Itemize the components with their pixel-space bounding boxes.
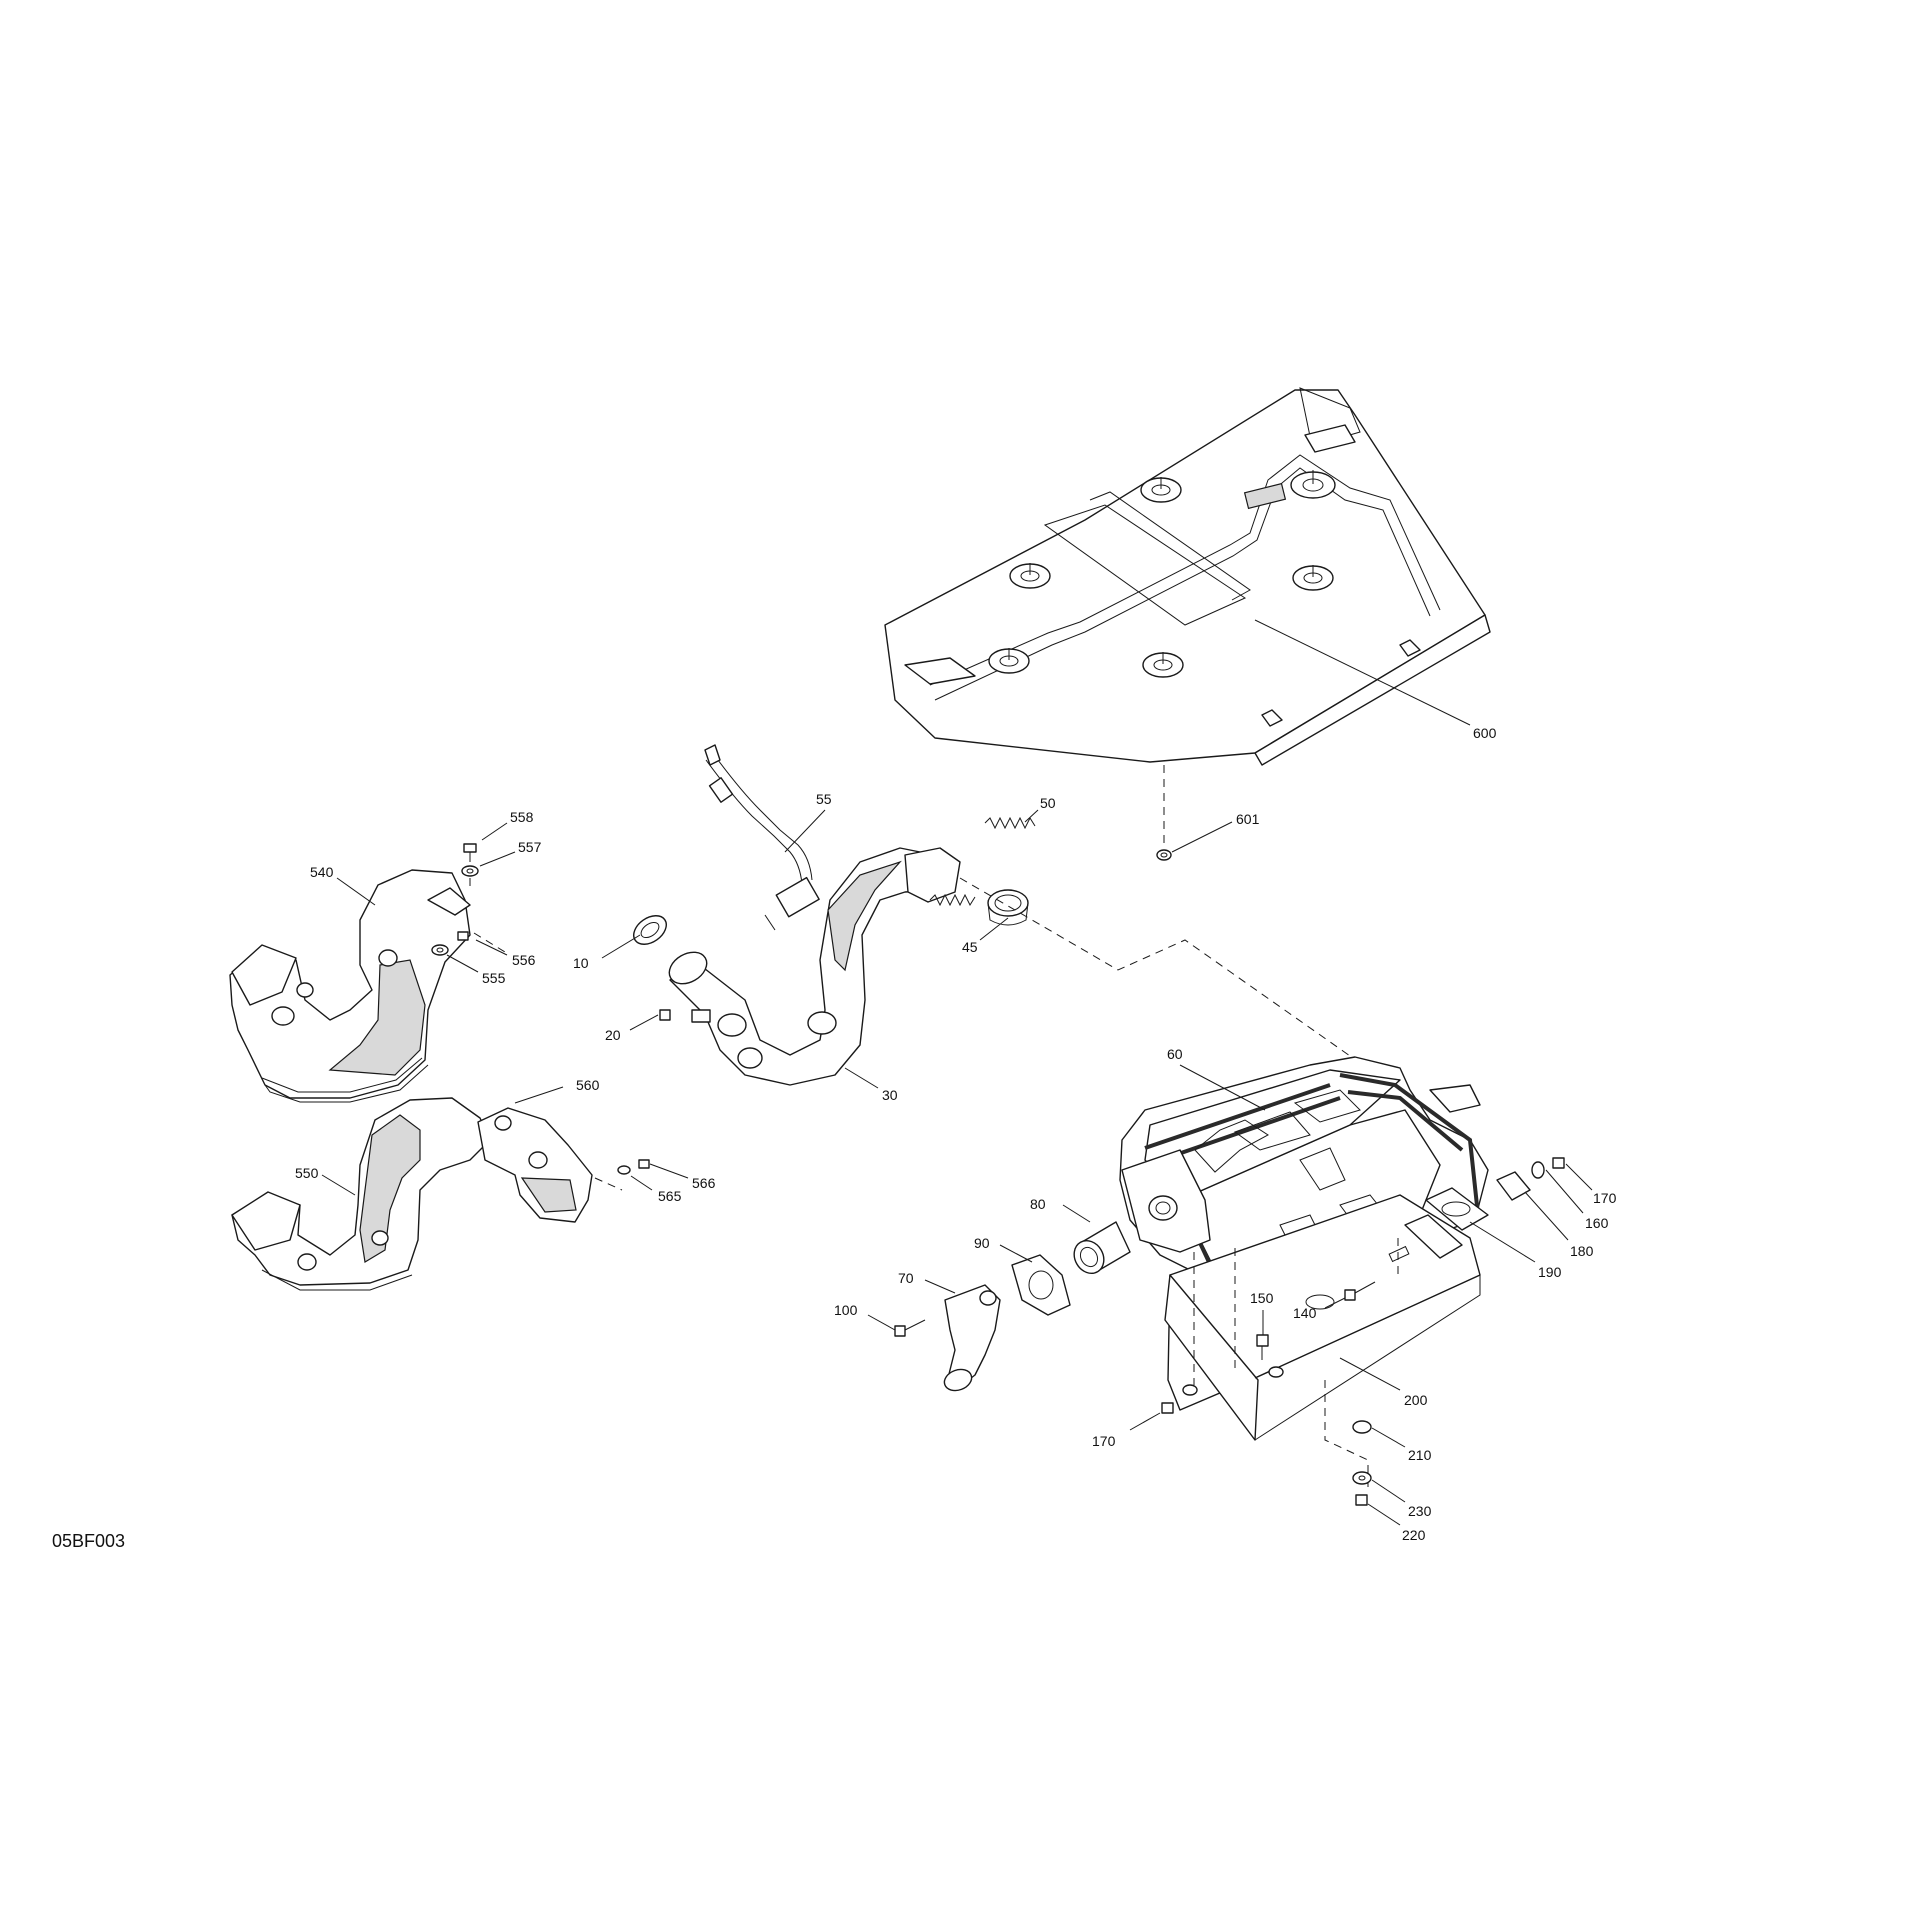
washer-557 — [461, 865, 479, 877]
nut-20 — [659, 1009, 671, 1021]
callout-labels: 600 601 558 557 540 556 555 560 550 565 … — [295, 725, 1617, 1543]
bolt-140 — [1344, 1281, 1376, 1301]
gasket-10 — [633, 915, 667, 945]
washer-230 — [1352, 1471, 1372, 1485]
callout-60: 60 — [1167, 1046, 1183, 1062]
callout-100: 100 — [834, 1302, 858, 1318]
spring-50 — [929, 816, 1036, 907]
drawing-code: 05BF003 — [52, 1531, 126, 1551]
leader-lines — [321, 619, 1593, 1526]
seal-ring-45 — [987, 889, 1029, 926]
callout-180: 180 — [1570, 1243, 1594, 1259]
shield-stud — [1290, 470, 1336, 499]
callout-566: 566 — [692, 1175, 716, 1191]
callout-150: 150 — [1250, 1290, 1274, 1306]
callout-540: 540 — [310, 864, 334, 880]
screw-558 — [463, 843, 477, 862]
callout-30: 30 — [882, 1087, 898, 1103]
guide-line — [594, 1177, 623, 1191]
callout-210: 210 — [1408, 1447, 1432, 1463]
screw-556 — [457, 931, 469, 941]
shield-stud — [988, 648, 1030, 674]
callout-70: 70 — [898, 1270, 914, 1286]
shield-stud — [1140, 477, 1182, 503]
callout-200: 200 — [1404, 1392, 1428, 1408]
callout-220: 220 — [1402, 1527, 1426, 1543]
callout-190: 190 — [1538, 1264, 1562, 1280]
heat-shield-550 — [231, 1097, 491, 1291]
callout-160: 160 — [1585, 1215, 1609, 1231]
nut-170-upper — [1552, 1157, 1565, 1169]
shield-stud — [1142, 652, 1184, 678]
bracket-200 — [1164, 1194, 1481, 1441]
callout-557: 557 — [518, 839, 542, 855]
callout-170-left: 170 — [1092, 1433, 1116, 1449]
heat-shield-560 — [477, 1107, 593, 1223]
callout-45: 45 — [962, 939, 978, 955]
shield-stud — [1009, 563, 1051, 589]
callout-140: 140 — [1293, 1305, 1317, 1321]
callout-20: 20 — [605, 1027, 621, 1043]
muffler-60 — [1119, 1056, 1489, 1306]
guide-line — [473, 932, 506, 953]
callout-556: 556 — [512, 952, 536, 968]
callout-50: 50 — [1040, 795, 1056, 811]
nut-170-lower — [1161, 1402, 1174, 1414]
washer-555 — [431, 944, 449, 956]
callout-555: 555 — [482, 970, 506, 986]
shield-stud — [1292, 565, 1334, 591]
screw-566 — [638, 1159, 650, 1169]
push-nut-601 — [1156, 765, 1172, 861]
callout-170-right: 170 — [1593, 1190, 1617, 1206]
oxygen-sensor-55 — [704, 744, 820, 931]
callout-10: 10 — [573, 955, 589, 971]
nut-220 — [1355, 1494, 1368, 1506]
callout-558: 558 — [510, 809, 534, 825]
sleeve-80 — [1073, 1221, 1131, 1275]
callout-600: 600 — [1473, 725, 1497, 741]
callout-230: 230 — [1408, 1503, 1432, 1519]
washer-565 — [617, 1165, 631, 1175]
callout-90: 90 — [974, 1235, 990, 1251]
callout-565: 565 — [658, 1188, 682, 1204]
callout-55: 55 — [816, 791, 832, 807]
guide-line — [959, 877, 1371, 1071]
heat-shield-600 — [884, 387, 1491, 766]
callout-80: 80 — [1030, 1196, 1046, 1212]
callout-601: 601 — [1236, 811, 1260, 827]
callout-560: 560 — [576, 1077, 600, 1093]
washer-160 — [1531, 1161, 1545, 1179]
exhaust-pipe-30 — [668, 847, 961, 1086]
outlet-pipe-70 — [943, 1284, 1001, 1392]
heat-shield-540 — [229, 869, 471, 1103]
callout-550: 550 — [295, 1165, 319, 1181]
rubber-mount-190 — [1425, 1187, 1489, 1231]
guide-line — [1324, 1380, 1369, 1461]
damper-180 — [1496, 1171, 1531, 1201]
gasket-90 — [1011, 1254, 1071, 1316]
rivet-210 — [1352, 1420, 1372, 1434]
screw-100 — [894, 1319, 926, 1337]
